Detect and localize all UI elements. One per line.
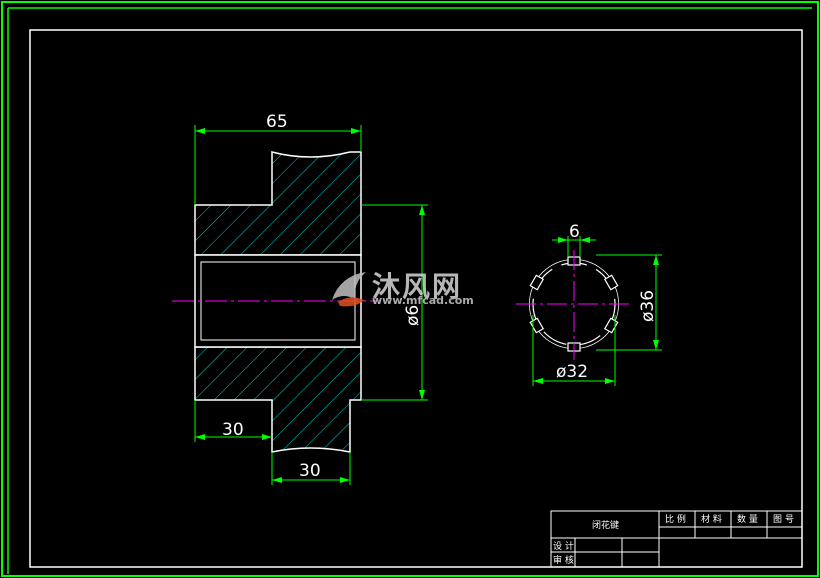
- dim-overall-length: 65: [266, 112, 288, 132]
- end-view-dimensions: [532, 236, 662, 386]
- watermark-url: www.mfcad.com: [372, 294, 474, 307]
- title-block: [550, 510, 803, 568]
- section-top-half: [194, 151, 362, 256]
- dim-bore-dia: ø6: [403, 305, 423, 326]
- dim-spline-width: 6: [569, 222, 580, 242]
- dim-spline-major-dia: ø36: [638, 290, 658, 322]
- section-view: [172, 151, 378, 453]
- watermark-logo: [332, 272, 366, 307]
- end-view-dim-arrows: [533, 237, 659, 384]
- title-col-header-2: 材 料: [701, 513, 722, 525]
- spline-end-view: [516, 250, 632, 360]
- title-row-label-1: 设 计: [553, 540, 574, 552]
- watermark: 沐风网 www.mfcad.com: [332, 270, 474, 307]
- dim-hub-width: 30: [299, 461, 321, 481]
- title-row-label-2: 审 核: [553, 554, 574, 566]
- title-col-header-4: 图 号: [773, 514, 794, 525]
- section-dimensions: [194, 125, 428, 485]
- section-dim-arrows: [195, 128, 425, 483]
- title-col-header-3: 数 量: [737, 513, 758, 525]
- watermark-brand: 沐风网: [372, 270, 462, 303]
- drawing-frame: [29, 29, 803, 568]
- section-bottom-half: [194, 346, 362, 453]
- dim-spline-minor-dia: ø32: [556, 362, 588, 382]
- title-part-name: 闭花键: [592, 519, 619, 531]
- title-col-header-1: 比 例: [665, 513, 686, 525]
- dim-left-step: 30: [222, 420, 244, 440]
